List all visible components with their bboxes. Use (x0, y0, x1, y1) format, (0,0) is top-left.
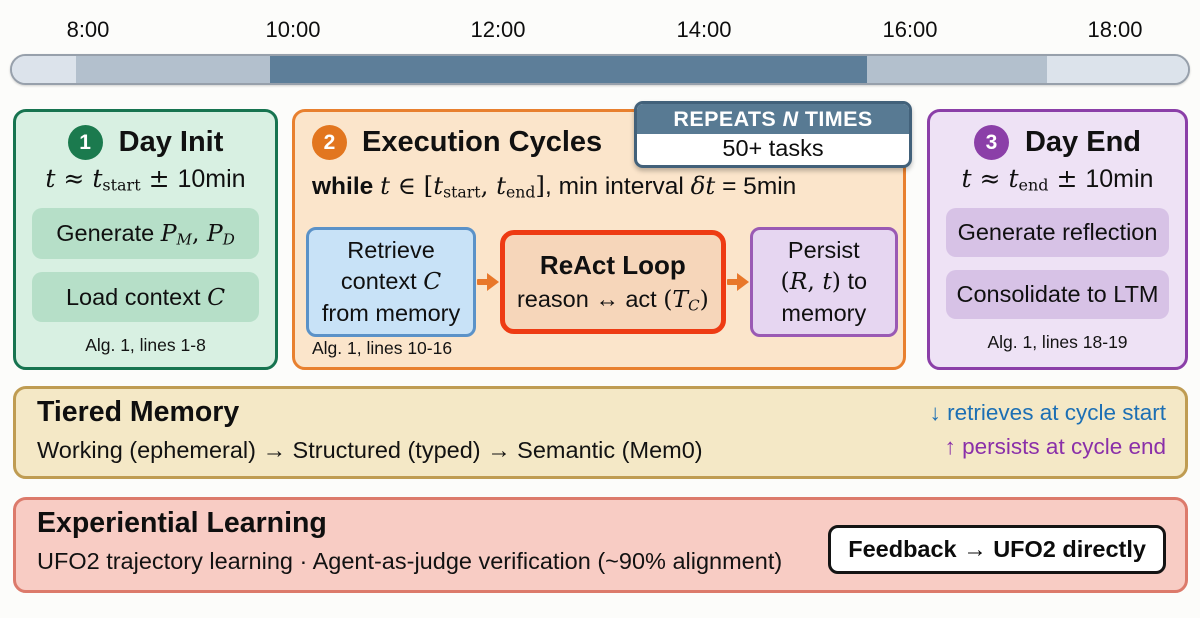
phase-1-badge: 1 (67, 125, 103, 160)
timeline-segment (12, 56, 76, 83)
experiential-title: Experiential Learning (37, 507, 327, 539)
flow-arrow-icon (726, 272, 750, 292)
timeline-segment-active-hours (270, 56, 867, 83)
step-consolidate-ltm: Consolidate to LTM (946, 269, 1169, 319)
day-init-alg-footer: Alg. 1, lines 1-8 (85, 334, 206, 355)
day-init-header: 1 Day Init (16, 125, 275, 160)
phase-2-badge: 2 (312, 125, 347, 160)
tiered-memory-subtitle: Working (ephemeral) → Structured (typed)… (37, 437, 703, 463)
tiered-memory-title: Tiered Memory (37, 396, 240, 428)
execution-flow-row: Retrieve context C from memory ReAct Loo… (306, 222, 898, 342)
react-loop-box: ReAct Loop reason ↔ act (TC) (500, 229, 726, 335)
day-end-header: 3 Day End (930, 125, 1185, 160)
timeline-label-14: 14:00 (676, 17, 732, 42)
timeline-label-10: 10:00 (265, 17, 321, 42)
timeline-bar (10, 54, 1190, 85)
experiential-subtitle: UFO2 trajectory learning · Agent-as-judg… (37, 548, 783, 574)
day-init-formula: t ≈ tstart ± 10min (45, 164, 246, 195)
timeline-label-18: 18:00 (1087, 17, 1143, 42)
while-condition: while t ∈ [tstart, tend], min interval δ… (312, 171, 797, 202)
tiered-memory-band: Tiered Memory Working (ephemeral) → Stru… (13, 386, 1188, 479)
react-loop-title: ReAct Loop (539, 249, 686, 280)
timeline-segment (867, 56, 1047, 83)
note-persists: ↑ persists at cycle end (944, 434, 1166, 459)
repeats-badge: REPEATS N TIMES 50+ tasks (634, 101, 912, 168)
day-end-alg-footer: Alg. 1, lines 18-19 (987, 331, 1128, 352)
execution-title: Execution Cycles (362, 126, 603, 158)
day-end-title: Day End (1024, 126, 1142, 158)
feedback-box: Feedback → UFO2 directly (828, 525, 1166, 574)
timeline-segment (76, 56, 270, 83)
day-end-card: 3 Day End t ≈ tend ± 10min Generate refl… (927, 109, 1188, 370)
repeats-header: REPEATS N TIMES (637, 104, 909, 134)
phase-3-badge: 3 (973, 125, 1009, 160)
react-loop-subtitle: reason ↔ act (TC) (516, 284, 709, 315)
flow-arrow-icon (476, 272, 500, 292)
step-generate-plans: Generate PM, PD (32, 207, 259, 259)
timeline-label-16: 16:00 (882, 17, 938, 42)
step-load-context: Load context C (32, 271, 259, 322)
execution-header: 2 Execution Cycles (295, 125, 903, 160)
day-init-card: 1 Day Init t ≈ tstart ± 10min Generate P… (13, 109, 278, 370)
execution-alg-footer: Alg. 1, lines 10-16 (312, 338, 453, 358)
timeline-label-8: 8:00 (66, 17, 110, 42)
timeline-label-12: 12:00 (470, 17, 526, 42)
day-end-formula: t ≈ tend ± 10min (961, 164, 1154, 195)
repeats-task-count: 50+ tasks (722, 135, 824, 161)
timeline-segment (1047, 56, 1188, 83)
note-retrieves: ↓ retrieves at cycle start (929, 400, 1166, 425)
step-generate-reflection: Generate reflection (946, 207, 1169, 257)
experiential-learning-band: Experiential Learning UFO2 trajectory le… (13, 497, 1188, 593)
persist-box: Persist (R, t) to memory (749, 227, 898, 337)
retrieve-context-box: Retrieve context C from memory (306, 227, 477, 337)
day-init-title: Day Init (118, 126, 224, 158)
